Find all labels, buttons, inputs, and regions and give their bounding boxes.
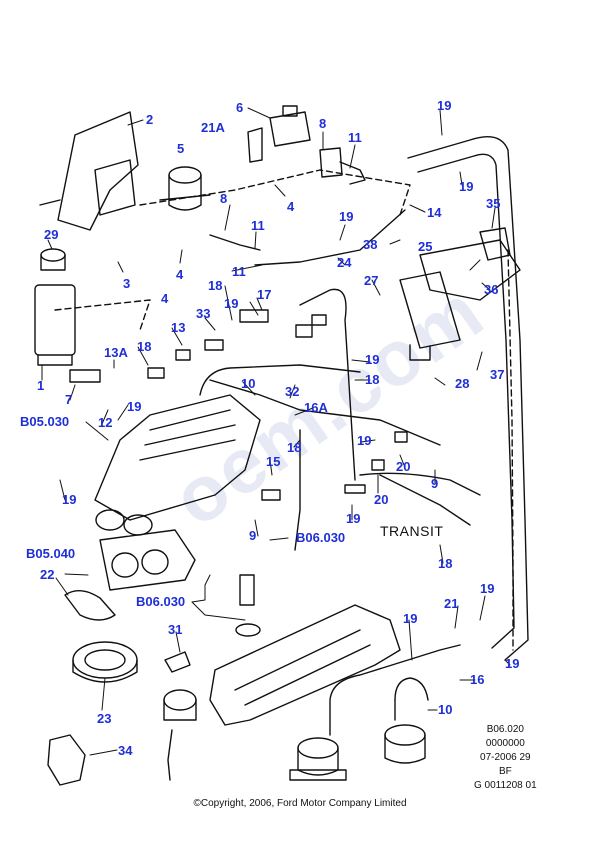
callout-19-i: 19	[403, 611, 418, 626]
callout-15: 15	[266, 454, 281, 469]
callout-29: 29	[44, 227, 59, 242]
leader-lines	[41, 107, 511, 756]
pressure-regulator-left	[289, 737, 347, 781]
callout-24: 24	[337, 255, 352, 270]
meta-line-1: B06.020	[486, 724, 524, 735]
callout-4-b: 4	[176, 267, 184, 282]
callout-19-f: 19	[346, 511, 361, 526]
dashed-line-canister	[54, 299, 151, 331]
meta-line-5: G 0011208 01	[474, 780, 537, 791]
callout-18-b: 18	[137, 339, 152, 354]
callout-10-a: 10	[241, 376, 256, 391]
dashed-line-right	[507, 249, 514, 651]
copyright-notice: ©Copyright, 2006, Ford Motor Company Lim…	[193, 798, 407, 809]
callout-19-right: 19	[459, 179, 474, 194]
callout-7: 7	[65, 392, 73, 407]
callout-36: 36	[484, 282, 499, 297]
callout-32: 32	[285, 384, 300, 399]
callout-18-e: 18	[438, 556, 453, 571]
callout-13: 13	[171, 320, 186, 335]
callout-21: 21	[444, 596, 459, 611]
callout-4-c: 4	[161, 291, 169, 306]
callout-18-a: 18	[208, 278, 223, 293]
callout-19-b: 19	[224, 296, 239, 311]
callout-9-b: 9	[249, 528, 257, 543]
callout-35: 35	[486, 196, 501, 211]
callout-16a: 16A	[304, 400, 328, 415]
hose-coil-23	[72, 641, 138, 683]
callout-18-d: 18	[287, 440, 302, 455]
dashed-line-left	[139, 169, 411, 216]
ref-b05-030: B05.030	[20, 414, 70, 429]
pressure-regulator-right	[384, 699, 426, 764]
callout-19-top: 19	[437, 98, 452, 113]
drawing-meta: B06.020 0000000 07-2006 29 BF G 0011208 …	[474, 723, 537, 793]
ref-b06-030-upper: B06.030	[296, 530, 346, 545]
callout-34: 34	[118, 743, 133, 758]
callout-16: 16	[470, 672, 485, 687]
callout-19-g: 19	[62, 492, 77, 507]
callout-38: 38	[363, 237, 378, 252]
callout-17: 17	[257, 287, 272, 302]
callout-21a: 21A	[201, 120, 225, 135]
callout-1: 1	[37, 378, 45, 393]
callout-27: 27	[364, 273, 379, 288]
clip-34	[47, 734, 86, 786]
connectors	[69, 309, 408, 637]
callout-2: 2	[146, 112, 154, 127]
ref-b06-030-lower: B06.030	[136, 594, 186, 609]
callout-11-low: 11	[232, 264, 246, 279]
callout-31: 31	[168, 622, 183, 637]
module-bracket-right	[399, 227, 521, 361]
long-vacuum-hose	[407, 136, 529, 661]
intake-manifold	[94, 394, 261, 536]
solenoid-bracket-top	[247, 105, 366, 185]
callout-25: 25	[418, 239, 433, 254]
bracket-plate-2	[39, 111, 139, 231]
callout-37: 37	[490, 367, 505, 382]
clamp-22	[64, 590, 116, 621]
callout-4-a: 4	[287, 199, 295, 214]
callout-19-mid: 19	[339, 209, 354, 224]
callout-11-top: 11	[348, 130, 362, 145]
callout-20-a: 20	[396, 459, 411, 474]
callout-5: 5	[177, 141, 185, 156]
valve-cover	[209, 604, 401, 726]
callout-12: 12	[98, 415, 113, 430]
hose-10	[394, 677, 429, 701]
solenoid-5	[159, 166, 211, 211]
transit-label: TRANSIT	[380, 523, 444, 539]
callout-3: 3	[123, 276, 131, 291]
callout-6: 6	[236, 100, 244, 115]
hoses-middle	[199, 209, 481, 551]
callout-23: 23	[97, 711, 112, 726]
callout-33: 33	[196, 306, 211, 321]
sensor-31	[163, 651, 197, 781]
callout-22: 22	[40, 567, 55, 582]
callout-8-mid: 8	[220, 191, 228, 206]
canister-1	[34, 248, 76, 366]
callout-19-d: 19	[365, 352, 380, 367]
callout-19-h: 19	[480, 581, 495, 596]
callout-13a: 13A	[104, 345, 128, 360]
callout-9-a: 9	[431, 476, 439, 491]
callout-19-c: 19	[127, 399, 142, 414]
callout-11-mid: 11	[251, 218, 265, 233]
callout-20-b: 20	[374, 492, 389, 507]
callout-14: 14	[427, 205, 442, 220]
callout-18-c: 18	[365, 372, 380, 387]
callout-28: 28	[455, 376, 470, 391]
meta-line-4: BF	[498, 766, 512, 777]
ref-b05-040: B05.040	[26, 546, 76, 561]
callout-19-e: 19	[357, 433, 372, 448]
meta-line-2: 0000000	[485, 738, 525, 749]
callout-19-j: 19	[505, 656, 520, 671]
callout-10-b: 10	[438, 702, 453, 717]
throttle-body	[99, 529, 196, 591]
meta-line-3: 07-2006 29	[480, 752, 531, 763]
callout-8-top: 8	[319, 116, 327, 131]
hose-bottom	[329, 644, 461, 736]
